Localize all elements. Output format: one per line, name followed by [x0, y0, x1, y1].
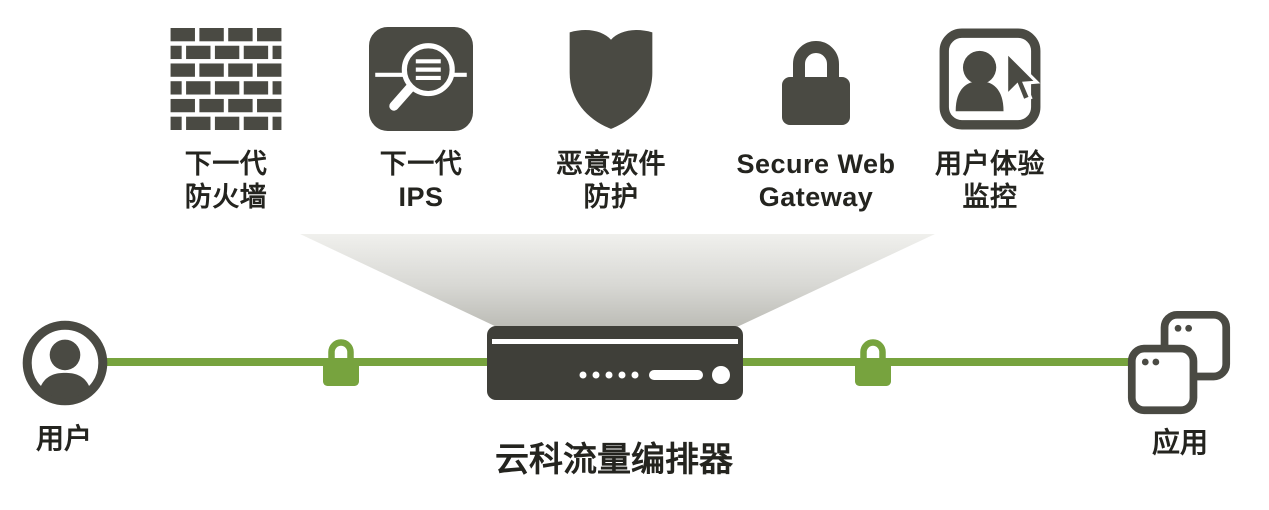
service-secure-web-gateway: Secure Web Gateway [701, 22, 931, 214]
service-malware-protection: 恶意软件 防护 [496, 22, 726, 214]
service-label-line2: 防护 [583, 182, 639, 212]
encryption-lock-right-icon [850, 333, 896, 391]
inspection-magnifier-icon [306, 22, 536, 136]
service-label-line1: 恶意软件 [556, 149, 666, 179]
service-label-user-experience-monitoring: 用户体验 监控 [875, 148, 1105, 214]
service-label-line2: 监控 [962, 182, 1018, 212]
encryption-lock-left-icon [318, 333, 364, 391]
service-user-experience-monitoring: 用户体验 监控 [875, 22, 1105, 214]
service-label-line1: 用户体验 [935, 149, 1045, 179]
service-label-next-gen-ips: 下一代 IPS [306, 148, 536, 214]
service-next-gen-ips: 下一代 IPS [306, 22, 536, 214]
service-label-line1: Secure Web [736, 149, 896, 179]
user-cursor-icon [875, 22, 1105, 136]
service-label-malware-protection: 恶意软件 防护 [496, 148, 726, 214]
funnel-shape [300, 234, 935, 327]
service-label-line2: IPS [398, 182, 444, 212]
shield-icon [496, 22, 726, 136]
service-label-next-gen-firewall: 下一代 防火墙 [111, 148, 341, 214]
service-label-line2: Gateway [758, 182, 874, 212]
service-label-secure-web-gateway: Secure Web Gateway [701, 148, 931, 214]
user-endpoint-icon [20, 318, 110, 408]
service-label-line1: 下一代 [379, 149, 463, 179]
orchestrator-label: 云科流量编排器 [495, 441, 733, 479]
service-next-gen-firewall: 下一代 防火墙 [111, 22, 341, 214]
apps-endpoint-label: 应用 [1151, 427, 1209, 458]
user-endpoint-label: 用户 [35, 423, 93, 454]
apps-endpoint-icon [1126, 310, 1232, 416]
firewall-brick-wall-icon [111, 22, 341, 136]
orchestrator-appliance [487, 326, 743, 400]
service-label-line2: 防火墙 [184, 182, 268, 212]
service-label-line1: 下一代 [184, 149, 268, 179]
padlock-icon [701, 22, 931, 136]
